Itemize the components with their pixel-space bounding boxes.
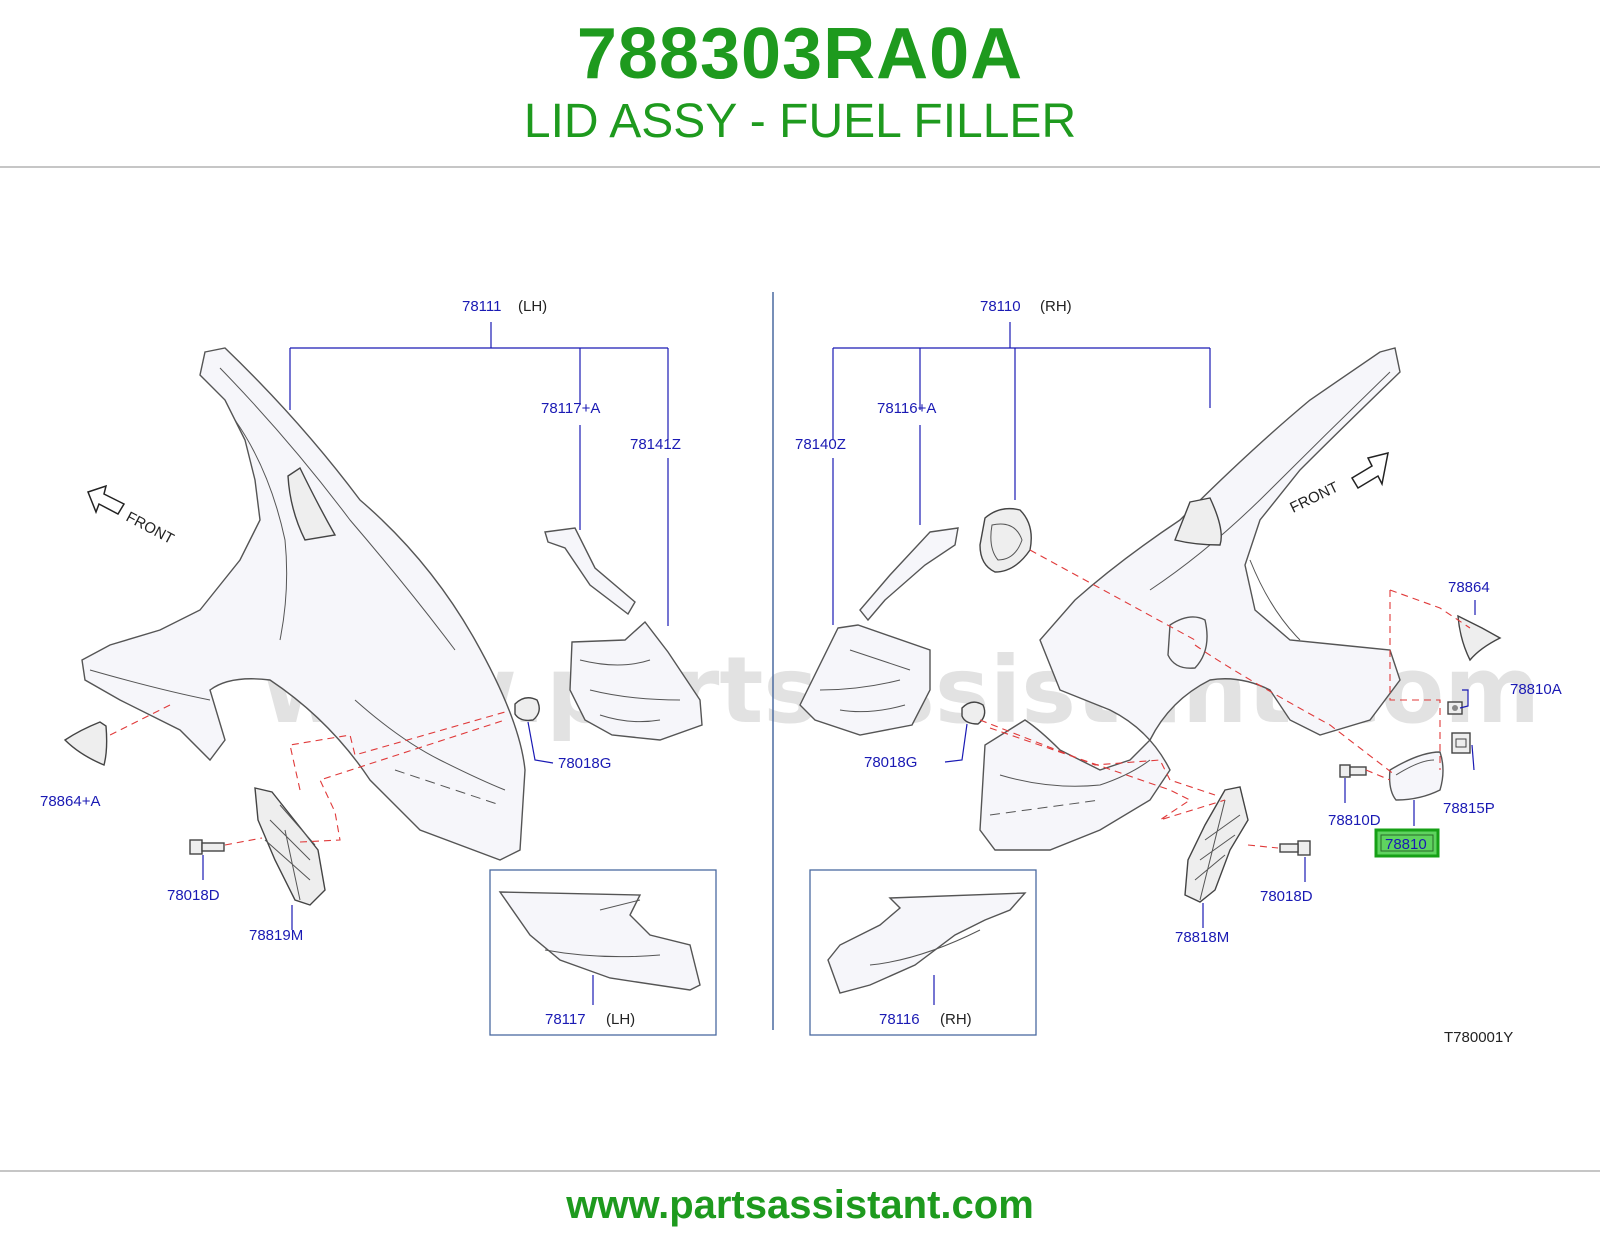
front-arrow-left-icon — [87, 484, 126, 515]
highlighted-part-78810[interactable]: 78810 — [1374, 828, 1440, 858]
inset-78116-part[interactable] — [827, 892, 1027, 994]
left-panel: 78111 (LH) 78117+A 78141Z 78018G 78864+A… — [40, 298, 717, 1036]
right-panel: 78110 (RH) 78116+A 78140Z 78018G 78864 7… — [795, 298, 1562, 1046]
callout-78116a[interactable]: 78116+A — [877, 400, 936, 417]
callout-78116-inset[interactable]: 78116 — [879, 1011, 920, 1028]
callout-78018g-rh[interactable]: 78018G — [864, 754, 917, 771]
bracket-78117-lh[interactable] — [544, 527, 636, 616]
part-number-title: 788303RA0A — [576, 14, 1024, 94]
fuel-opening-rh — [1167, 616, 1208, 669]
callout-78018g-lh[interactable]: 78018G — [558, 755, 611, 772]
quarter-window-lh — [287, 466, 337, 541]
footer-divider — [0, 1170, 1600, 1172]
inset-box-lh — [489, 869, 717, 1036]
parts-diagram: www.partsassistant.com — [40, 292, 1562, 1046]
quarter-window-rh — [1174, 497, 1222, 546]
callout-78864a[interactable]: 78864+A — [40, 793, 100, 810]
callout-78810[interactable]: 78810 — [1385, 836, 1427, 853]
mud-guard-78864a[interactable] — [63, 721, 108, 766]
protector-78818m[interactable] — [1184, 786, 1249, 903]
callout-78116-inset-side: (RH) — [940, 1011, 972, 1028]
diagram-code: T780001Y — [1444, 1029, 1513, 1046]
front-label-left: FRONT — [123, 509, 177, 548]
callout-78818m[interactable]: 78818M — [1175, 929, 1229, 946]
callout-78141z[interactable]: 78141Z — [630, 436, 681, 453]
filler-pocket-rh[interactable] — [979, 507, 1032, 573]
panel-78140z-rh[interactable] — [799, 624, 931, 736]
bolt-78018d-lh[interactable] — [189, 839, 225, 855]
panel-78141z-lh[interactable] — [569, 620, 703, 741]
bracket-78815p[interactable] — [1451, 732, 1471, 754]
front-label-right: FRONT — [1287, 479, 1341, 517]
spring-78810d[interactable] — [1339, 764, 1367, 778]
clip-78018g-rh[interactable] — [961, 701, 986, 725]
inset-78117-part[interactable] — [498, 891, 701, 991]
bolt-78018d-rh[interactable] — [1279, 840, 1311, 856]
callout-78117a[interactable]: 78117+A — [541, 400, 600, 417]
inset-box-rh — [809, 869, 1037, 1036]
fuel-lid-78810[interactable] — [1388, 751, 1444, 801]
part-name-subtitle: LID ASSY - FUEL FILLER — [523, 95, 1077, 148]
callout-78810a[interactable]: 78810A — [1510, 681, 1562, 698]
callout-78117-inset-side: (LH) — [606, 1011, 635, 1028]
clip-78018g-lh[interactable] — [514, 697, 540, 722]
callout-78018d-rh[interactable]: 78018D — [1260, 888, 1313, 905]
callout-78110[interactable]: 78110 — [980, 298, 1021, 315]
page-header: 788303RA0A LID ASSY - FUEL FILLER — [0, 0, 1600, 168]
bolt-78810a[interactable] — [1447, 701, 1463, 715]
callout-78864[interactable]: 78864 — [1448, 579, 1490, 596]
quarter-panel-lh[interactable] — [81, 347, 526, 861]
callout-78140z[interactable]: 78140Z — [795, 436, 846, 453]
footer-website-link[interactable]: www.partsassistant.com — [566, 1183, 1034, 1227]
bracket-78116-rh[interactable] — [859, 527, 959, 622]
protector-78819m[interactable] — [254, 787, 326, 906]
callout-78111-side: (LH) — [518, 298, 547, 315]
callout-78810d[interactable]: 78810D — [1328, 812, 1381, 829]
callout-78110-side: (RH) — [1040, 298, 1072, 315]
quarter-panel-rh[interactable] — [979, 347, 1401, 851]
front-arrow-right-icon — [1350, 451, 1389, 490]
header-divider — [0, 166, 1600, 168]
callout-78819m[interactable]: 78819M — [249, 927, 303, 944]
callout-78018d-lh[interactable]: 78018D — [167, 887, 220, 904]
callout-78815p[interactable]: 78815P — [1443, 800, 1495, 817]
callout-78111[interactable]: 78111 — [462, 298, 502, 315]
callout-78117-inset[interactable]: 78117 — [545, 1011, 586, 1028]
